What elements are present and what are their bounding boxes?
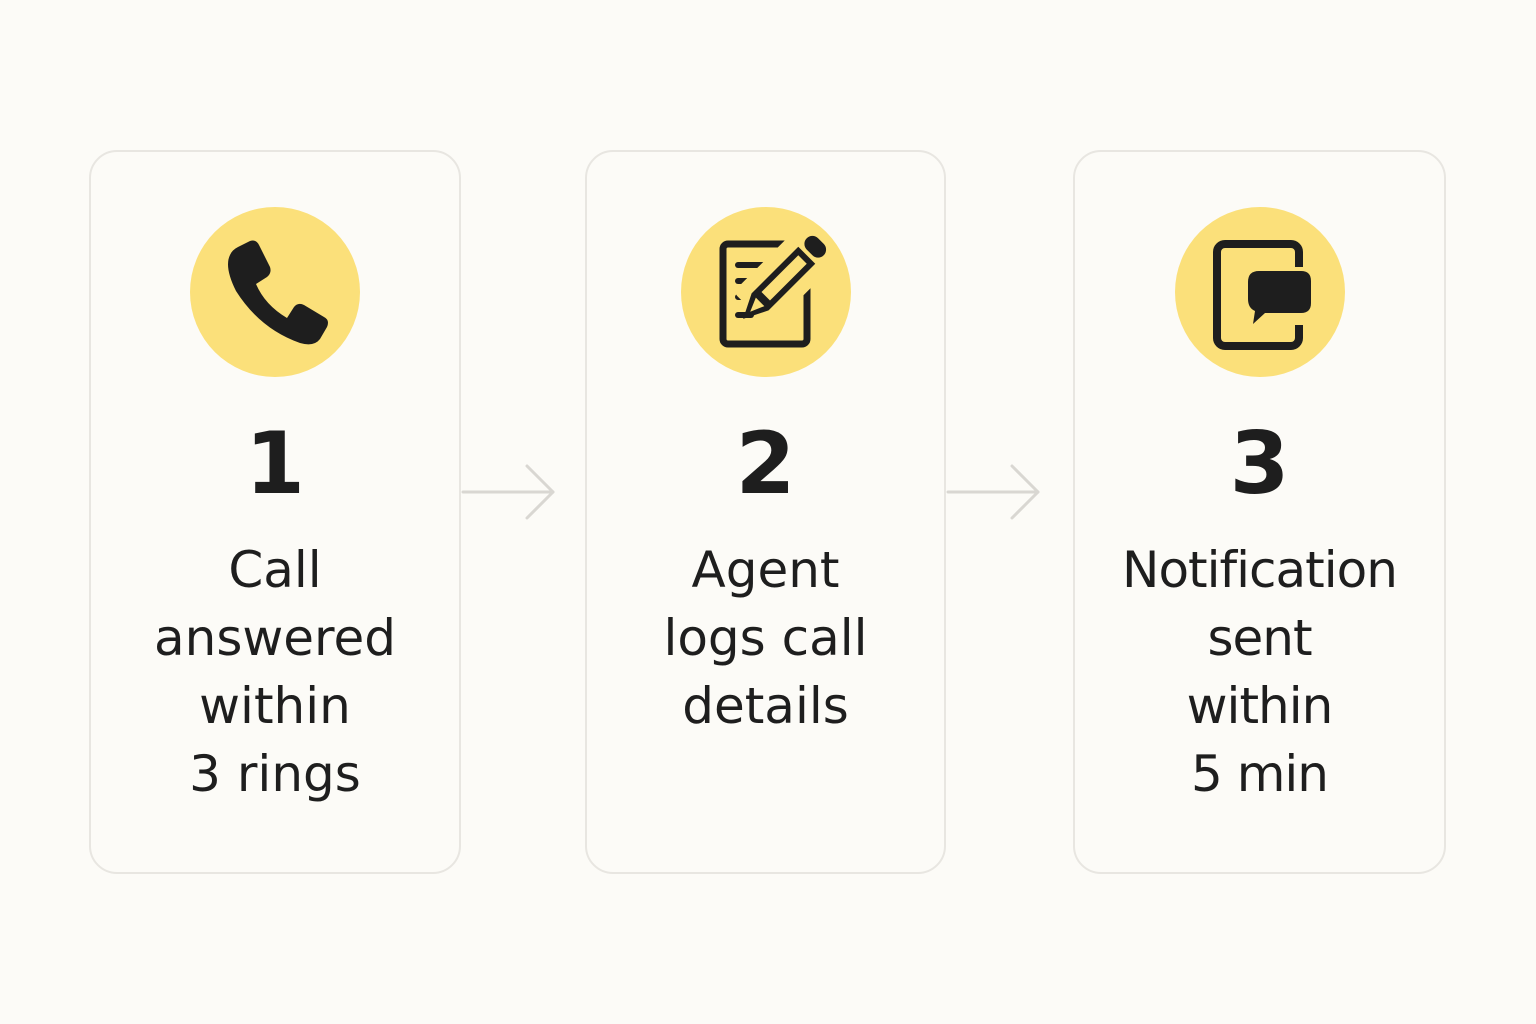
arrow-right-icon <box>461 464 555 520</box>
step-card-3: 3 Notification sent within 5 min <box>1073 150 1446 874</box>
document-pencil-icon <box>719 230 831 348</box>
icon-circle-1 <box>190 207 360 377</box>
step-text-2: Agent logs call details <box>663 541 868 735</box>
step-number-1: 1 <box>245 414 305 514</box>
step-text-3: Notification sent within 5 min <box>1122 541 1398 803</box>
step-number-3: 3 <box>1229 414 1290 514</box>
notification-message-icon <box>1212 240 1317 350</box>
step-card-1: 1 Call answered within 3 rings <box>89 150 461 874</box>
phone-icon <box>228 240 328 345</box>
step-text-1: Call answered within 3 rings <box>154 541 396 803</box>
icon-circle-3 <box>1174 207 1345 377</box>
icon-circle-2 <box>680 207 851 377</box>
arrow-right-icon <box>946 464 1040 520</box>
step-number-2: 2 <box>735 414 796 514</box>
step-card-2: 2 Agent logs call details <box>585 150 946 874</box>
